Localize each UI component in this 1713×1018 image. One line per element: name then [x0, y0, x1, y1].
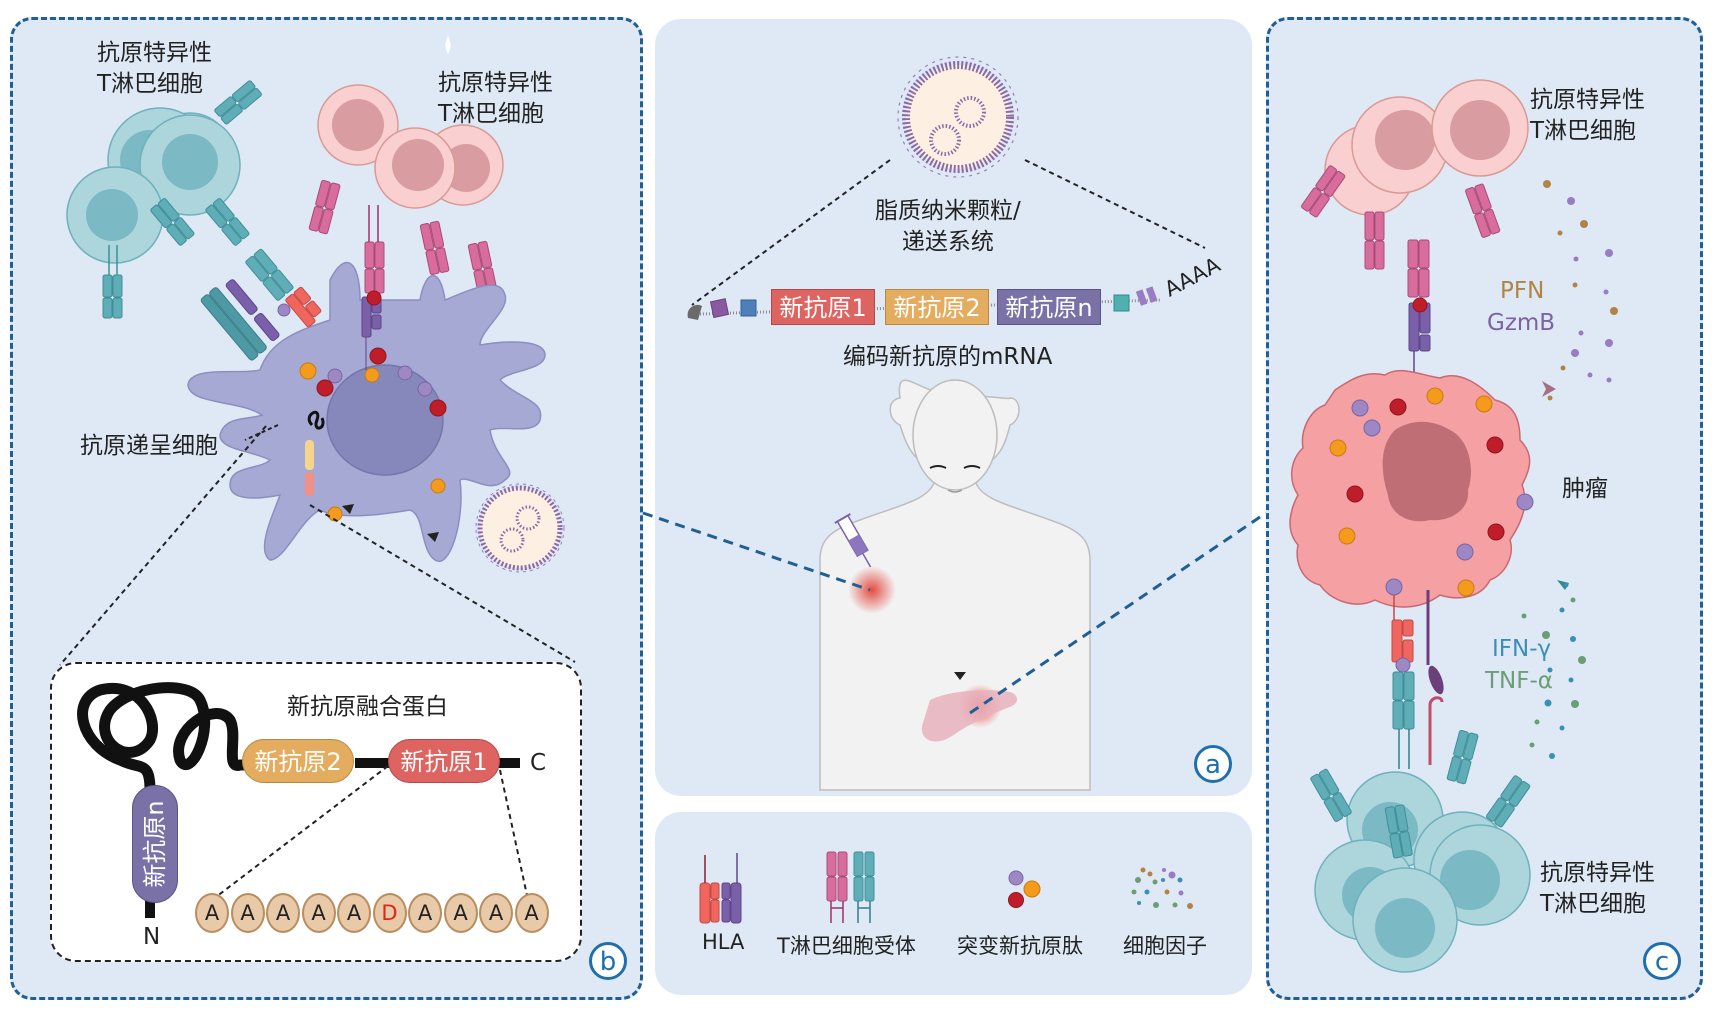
legend-tcr-label: T淋巴细胞受体 [777, 934, 916, 958]
pink-tcell-cluster-c [1301, 79, 1529, 390]
tumor-label: 肿瘤 [1562, 476, 1608, 502]
tnf-label: TNF-α [1485, 668, 1553, 694]
amino-acid: A [230, 893, 265, 933]
fusion-protein-title: 新抗原融合蛋白 [287, 694, 448, 720]
mrna-neoantigen-n: 新抗原n [997, 289, 1101, 325]
n-terminus-label: N [143, 924, 161, 950]
receptor-complexes [200, 248, 322, 361]
amino-acid: A [266, 893, 300, 933]
lnp-pointer-left [691, 159, 891, 306]
hla-icon [699, 853, 742, 924]
mrna-neoantigen-2: 新抗原2 [885, 289, 989, 325]
pfn-label: PFN [1500, 278, 1545, 304]
ifn-label: IFN-γ [1492, 636, 1552, 662]
cytokine-icon [1131, 867, 1193, 909]
apc-label-pointer [244, 424, 279, 441]
apc-label: 抗原递呈细胞 [80, 433, 218, 459]
panel-b-badge: b [589, 942, 627, 980]
apc-to-inset-line-left [59, 425, 267, 666]
gzmb-label: GzmB [1487, 310, 1556, 336]
mrna-caption: 编码新抗原的mRNA [843, 344, 1053, 370]
tcr-icon [826, 851, 875, 923]
neoantigen-1-segment: 新抗原1 [388, 739, 500, 783]
legend-neoantigen-label: 突变新抗原肽 [957, 934, 1083, 958]
arrowhead-icon [1542, 381, 1556, 397]
lnp-label: 脂质纳米颗粒/递送系统 [875, 198, 1021, 255]
injection-to-panel-b-line [642, 511, 871, 592]
legend-cytokine-label: 细胞因子 [1123, 934, 1207, 958]
amino-acid: A [337, 893, 371, 933]
mutated-amino-acid: D [372, 893, 407, 933]
injection-site [848, 566, 896, 614]
human-figure [819, 379, 1091, 791]
amino-acid: A [479, 893, 513, 933]
lnp-near-apc [475, 483, 565, 573]
amino-acid: A [408, 893, 442, 933]
panel-a-badge: a [1194, 745, 1232, 783]
c-terminus-label: C [530, 750, 547, 776]
amino-acid: A [514, 893, 549, 933]
sparkle-icon [445, 35, 451, 55]
mrna-neoantigen-1: 新抗原1 [771, 289, 875, 325]
panel-c-badge: c [1643, 942, 1681, 980]
mrna-construct [687, 286, 1161, 320]
amino-acid: A [301, 893, 336, 933]
pink-tcell-cluster [308, 84, 504, 296]
lnp-particle [897, 56, 1019, 178]
tumor-cell [1289, 370, 1534, 608]
lnp-pointer-right [1024, 159, 1206, 249]
pancreas-tumor-icon [921, 690, 1018, 742]
neoantigen-n-segment: 新抗原n [132, 785, 178, 903]
amino-acid: A [443, 893, 478, 933]
neoantigen-2-segment: 新抗原2 [242, 739, 354, 783]
neoantigen-peptide-icon [1008, 870, 1041, 908]
apc-to-inset-line-right [309, 504, 576, 663]
syringe-icon [834, 513, 872, 568]
ifn-tnf-particles [1521, 580, 1586, 759]
legend-hla-label: HLA [702, 930, 745, 954]
amino-acid: A [195, 893, 229, 933]
5-prime-cap-icon [687, 304, 702, 320]
teal-tcell-cluster-c [1310, 729, 1531, 973]
tumor-tcell-synapse [1391, 590, 1444, 769]
pfn-gzmb-particles [1542, 180, 1618, 401]
legend-panel [655, 812, 1252, 995]
protein-chain [77, 682, 346, 866]
antigen-presenting-cell [187, 261, 546, 563]
teal-tcell-cluster [66, 80, 262, 319]
tumor-to-panel-c-line [969, 511, 1267, 715]
